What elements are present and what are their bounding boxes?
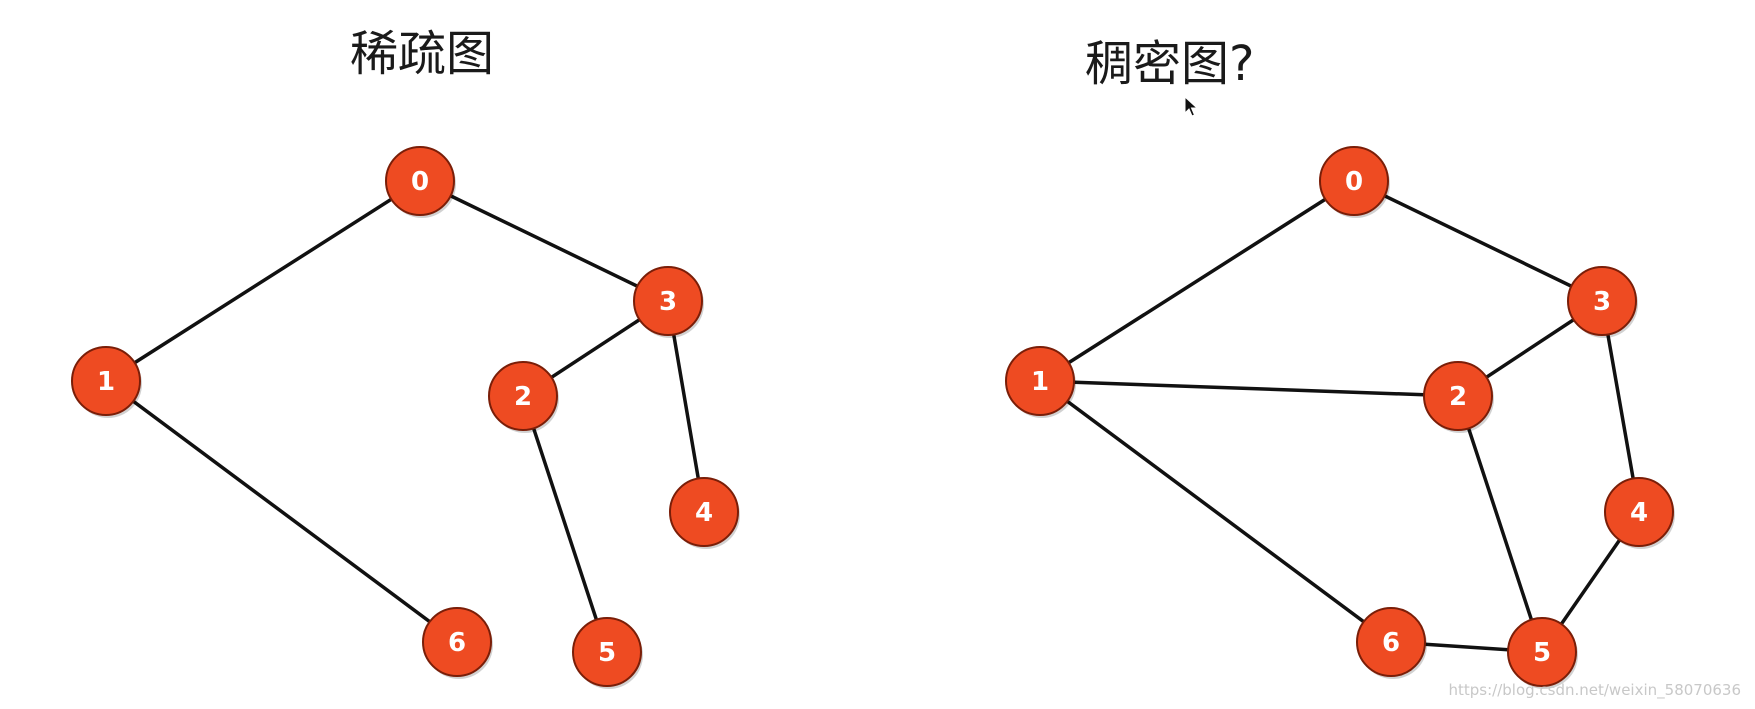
edge-0-3 bbox=[418, 179, 670, 303]
node-label: 4 bbox=[695, 498, 713, 528]
node-label: 1 bbox=[1031, 367, 1049, 397]
node-label: 5 bbox=[1533, 638, 1551, 668]
node-label: 3 bbox=[1593, 287, 1611, 317]
node-label: 5 bbox=[598, 638, 616, 668]
node-1: 1 bbox=[1005, 346, 1076, 418]
node-0: 0 bbox=[1319, 146, 1390, 218]
watermark: https://blog.csdn.net/weixin_58070636 bbox=[1448, 681, 1741, 699]
node-label: 1 bbox=[97, 367, 115, 397]
node-5: 5 bbox=[1507, 617, 1578, 689]
dense-graph-title: 稠密图? bbox=[1085, 36, 1255, 92]
node-label: 3 bbox=[659, 287, 677, 317]
node-6: 6 bbox=[422, 607, 493, 679]
edge-0-1 bbox=[104, 179, 422, 383]
edge-2-5 bbox=[1456, 394, 1544, 654]
node-label: 2 bbox=[514, 382, 532, 412]
node-label: 2 bbox=[1449, 382, 1467, 412]
node-0: 0 bbox=[385, 146, 456, 218]
node-label: 4 bbox=[1630, 498, 1648, 528]
edge-0-1 bbox=[1038, 179, 1356, 383]
edge-1-2 bbox=[1038, 379, 1460, 398]
node-3: 3 bbox=[1567, 266, 1638, 338]
node-3: 3 bbox=[633, 266, 704, 338]
node-label: 6 bbox=[1382, 628, 1400, 658]
edge-0-3 bbox=[1352, 179, 1604, 303]
node-1: 1 bbox=[71, 346, 142, 418]
node-4: 4 bbox=[669, 477, 740, 549]
node-label: 0 bbox=[411, 167, 429, 197]
dense-graph-edges bbox=[1038, 179, 1641, 654]
node-6: 6 bbox=[1356, 607, 1427, 679]
node-4: 4 bbox=[1604, 477, 1675, 549]
sparse-graph-title: 稀疏图 bbox=[350, 26, 495, 82]
node-label: 0 bbox=[1345, 167, 1363, 197]
edge-2-5 bbox=[521, 394, 609, 654]
arrow-cursor-icon bbox=[1184, 96, 1198, 117]
node-2: 2 bbox=[1423, 361, 1494, 433]
node-5: 5 bbox=[572, 617, 643, 689]
edge-3-4 bbox=[1600, 299, 1641, 514]
sparse-graph-edges bbox=[104, 179, 706, 654]
node-label: 6 bbox=[448, 628, 466, 658]
edge-3-4 bbox=[666, 299, 706, 514]
edge-1-6 bbox=[1038, 379, 1393, 644]
dense-graph-nodes: 0 1 2 3 4 5 6 bbox=[1005, 146, 1675, 689]
node-2: 2 bbox=[488, 361, 559, 433]
sparse-graph-nodes: 0 1 2 3 4 5 6 bbox=[71, 146, 740, 689]
edge-1-6 bbox=[104, 379, 459, 644]
